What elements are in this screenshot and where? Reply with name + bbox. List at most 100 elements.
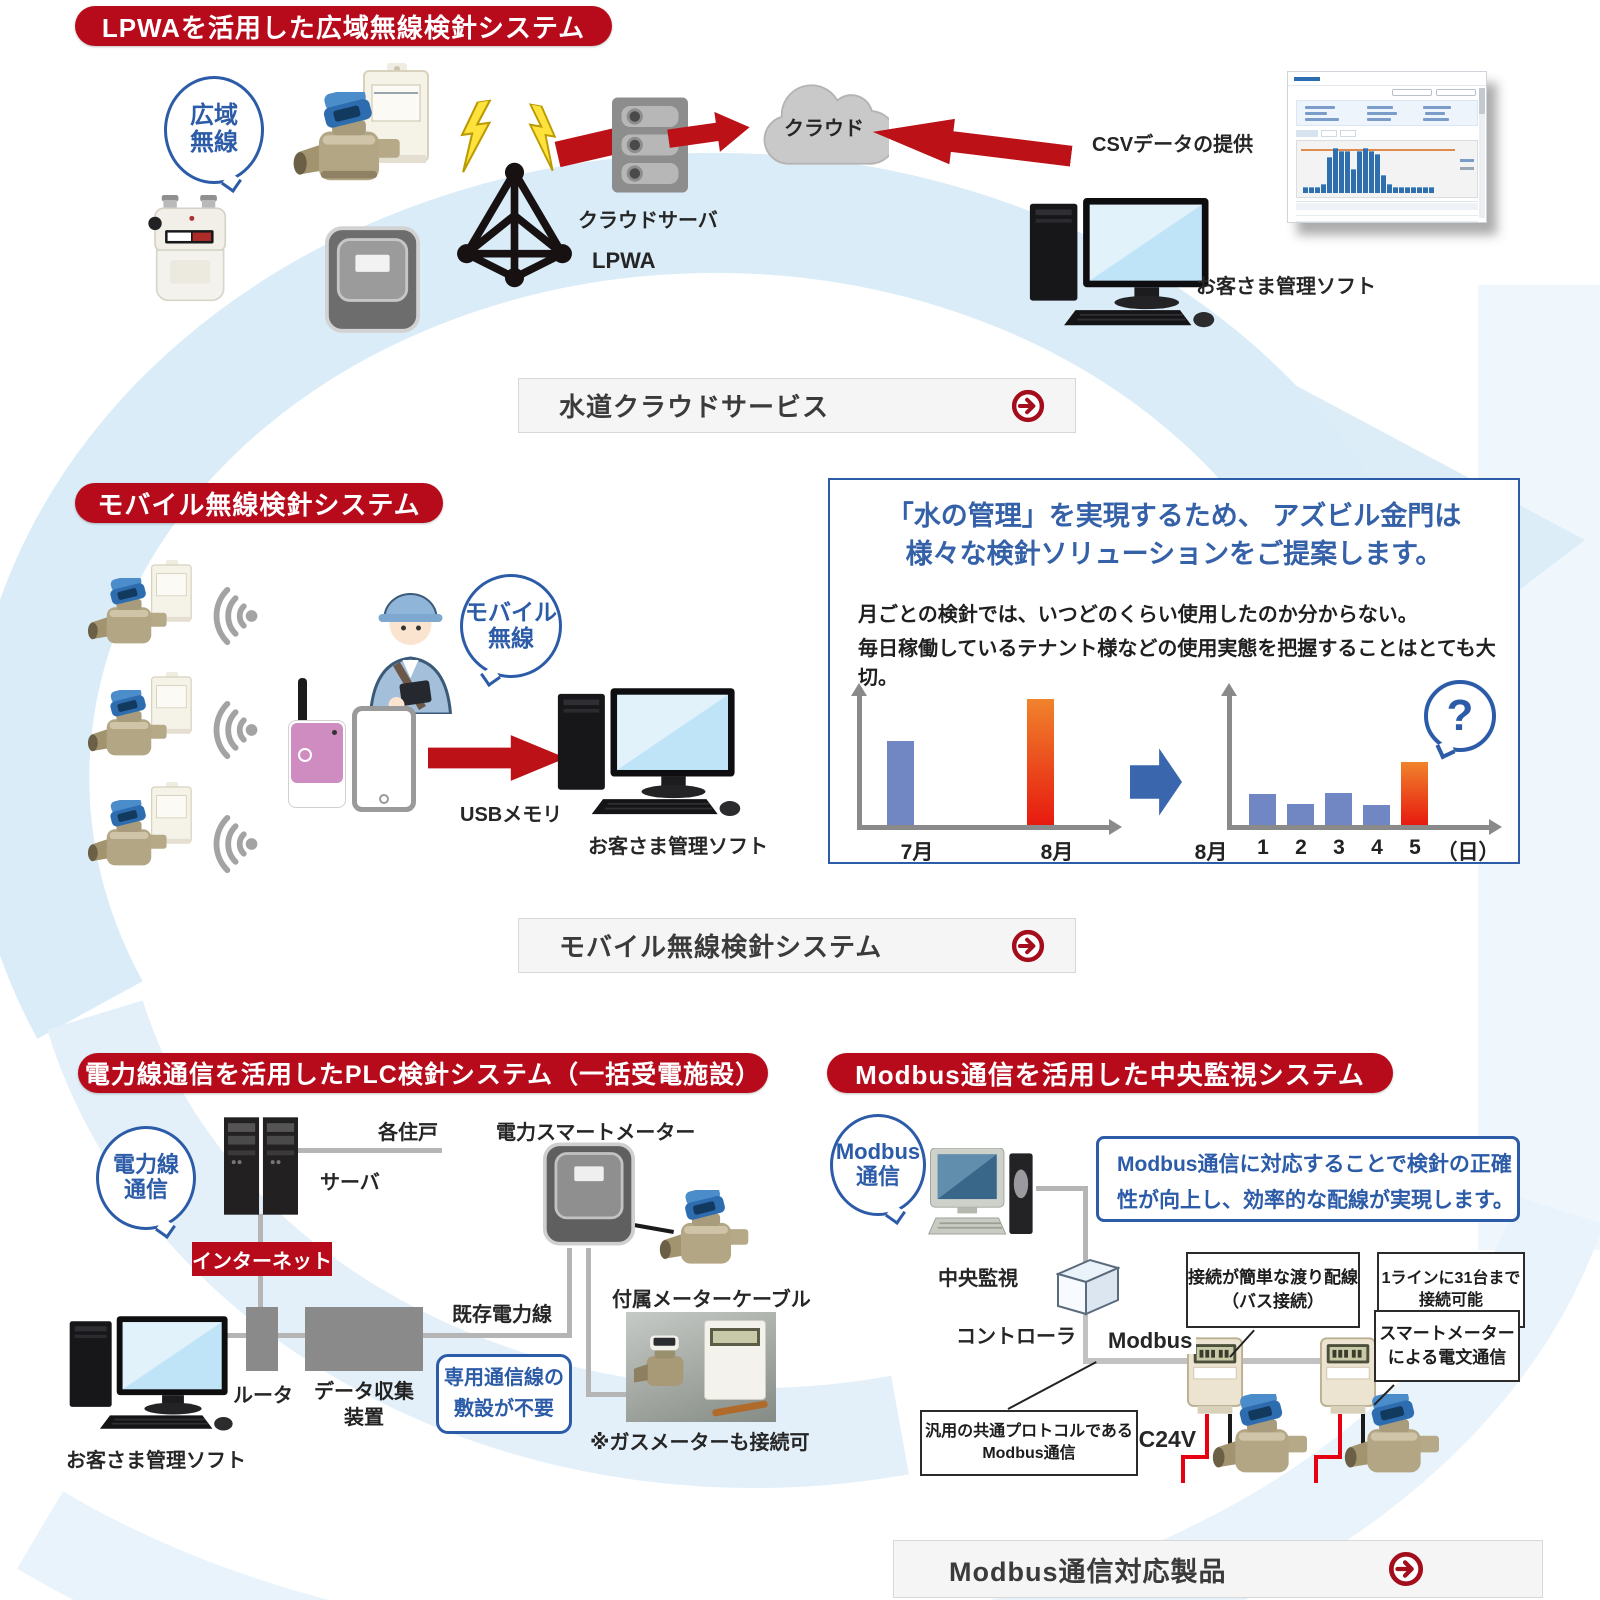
router-label: ルータ: [233, 1385, 293, 1407]
note-line: Modbus通信に対応することで検針の正確: [1117, 1153, 1512, 1176]
chart-bar: [1325, 793, 1352, 825]
meters-photo: [626, 1312, 776, 1422]
transition-arrow: [1130, 748, 1182, 816]
app-window-titlebar: [1288, 72, 1486, 86]
meter-cable-line: [586, 1392, 638, 1397]
lpwa-tower-icon: [457, 162, 572, 288]
x-tick: 3: [1333, 836, 1345, 859]
chart-bar: [1249, 794, 1276, 825]
connection-line: [1083, 1186, 1088, 1266]
controller-box-icon: [1056, 1258, 1120, 1316]
wifi-signal-icon: [213, 586, 258, 646]
dc-wire: [1314, 1455, 1318, 1483]
panel-title-line2: 様々な検針ソリューションをご提案します。: [905, 538, 1443, 569]
no-dedicated-line-note: 専用通信線の 敷設が不要: [436, 1354, 572, 1434]
x-tick: 8月: [1040, 841, 1074, 864]
note-line: 敷設が不要: [454, 1398, 554, 1420]
server-rack-icon: [224, 1117, 298, 1215]
smartphone-icon: [352, 706, 416, 812]
management-software-label: お客さま管理ソフト: [588, 836, 768, 858]
lightning-icon: [528, 102, 557, 172]
bars: [1249, 762, 1428, 825]
data-collector-label: データ収集 装置: [305, 1379, 423, 1431]
meter-cable-line: [586, 1248, 591, 1396]
protocol-note: 汎用の共通プロトコルである Modbus通信: [920, 1410, 1138, 1476]
dc-wire: [1181, 1455, 1209, 1459]
meter-unit-box-icon: [150, 672, 192, 734]
panel-body-line1: 月ごとの検針では、いつどのくらい使用したのか分からない。: [858, 604, 1418, 626]
bubble-text: 電力線: [112, 1152, 179, 1178]
bars: [887, 699, 1054, 825]
connection-line: [1036, 1186, 1086, 1191]
meter-unit-box-icon: [150, 782, 192, 844]
bubble-text: Modbus: [835, 1139, 921, 1165]
each-unit-label: 各住戸: [378, 1122, 438, 1144]
mobile-system-button[interactable]: モバイル無線検針システム: [518, 918, 1076, 973]
note-line: （バス接続）: [1222, 1292, 1324, 1311]
x-tick: 1: [1257, 836, 1269, 859]
note-line: 専用通信線の: [444, 1367, 564, 1389]
desktop-computer-icon: [557, 688, 741, 817]
signal-wire: [1228, 1414, 1232, 1444]
management-software-label: お客さま管理ソフト: [66, 1450, 246, 1472]
connection-line: [222, 1333, 246, 1338]
note-line: 汎用の共通プロトコルである: [925, 1422, 1133, 1440]
dc-wire: [1314, 1455, 1342, 1459]
water-meter-icon: [87, 690, 167, 756]
app-window-form: [1296, 100, 1478, 126]
modbus-bus-line: [1083, 1358, 1449, 1364]
cloud-server-icon: [612, 97, 688, 193]
internet-label: インターネット: [192, 1250, 332, 1273]
signal-wire: [1361, 1414, 1365, 1444]
connection-line: [296, 1148, 442, 1153]
management-software-label: お客さま管理ソフト: [1196, 276, 1376, 298]
chart-bar: [1287, 804, 1314, 825]
modbus-label: Modbus: [1104, 1328, 1197, 1354]
modbus-bubble: Modbus 通信: [830, 1114, 926, 1225]
wifi-signal-icon: [213, 814, 258, 874]
x-axis: [857, 819, 1122, 835]
note-line: Modbus通信: [982, 1445, 1076, 1462]
note-line: による電文通信: [1387, 1348, 1507, 1367]
chart-bar: [1027, 699, 1054, 825]
connection-line: [278, 1333, 305, 1338]
bubble-text: モバイル: [465, 599, 557, 626]
modbus-products-button[interactable]: Modbus通信対応製品: [893, 1540, 1543, 1598]
data-collector-box: [305, 1307, 423, 1371]
internet-badge: インターネット: [192, 1242, 332, 1276]
note-line: スマートメーター: [1379, 1324, 1515, 1344]
circle-arrow-icon: [1388, 1551, 1424, 1587]
water-cloud-service-button[interactable]: 水道クラウドサービス: [518, 378, 1076, 433]
power-smart-meter-icon: [543, 1142, 635, 1246]
app-window-scrollbar: [1479, 88, 1485, 218]
meter-unit-box-icon: [150, 560, 192, 622]
label-line: データ収集: [314, 1381, 414, 1403]
water-meter-icon: [1344, 1394, 1439, 1473]
x-tick: 4: [1371, 836, 1383, 859]
modbus-meter-device-icon: [1186, 1337, 1244, 1414]
y-axis: [1221, 683, 1237, 825]
lightning-icon: [460, 99, 493, 173]
server-label: サーバ: [320, 1172, 380, 1194]
panel-title: 「水の管理」を実現するため、 アズビル金門は 様々な検針ソリューションをご提案し…: [830, 498, 1518, 574]
desktop-computer-icon: [1029, 198, 1215, 328]
x-axis-suffix: （日）: [1436, 841, 1500, 864]
chart-bar: [1363, 805, 1390, 825]
note-line: 1ラインに31台まで: [1381, 1269, 1521, 1287]
water-meter-icon: [293, 92, 400, 181]
dc-wire: [1181, 1455, 1185, 1483]
meter-cable-label: 付属メーターケーブル: [612, 1289, 811, 1311]
gas-meter-note: ※ガスメーターも接続可: [590, 1432, 810, 1454]
modbus-section-banner: Modbus通信を活用した中央監視システム: [827, 1053, 1393, 1093]
lpwa-section-banner: LPWAを活用した広域無線検針システム: [75, 6, 612, 46]
label-line: 装置: [344, 1407, 384, 1429]
power-smart-meter-label: 電力スマートメーター: [496, 1122, 696, 1144]
wide-area-wireless-bubble: 広域 無線: [164, 76, 264, 193]
connection-line: [567, 1248, 572, 1338]
note-line: 接続が簡単な渡り配線: [1188, 1268, 1358, 1288]
central-monitoring-label: 中央監視: [938, 1268, 1018, 1290]
modbus-bus-line: [1083, 1310, 1088, 1364]
crt-computer-icon: [928, 1148, 1033, 1235]
lpwa-label: LPWA: [592, 248, 656, 273]
chart-bar: [887, 741, 914, 825]
